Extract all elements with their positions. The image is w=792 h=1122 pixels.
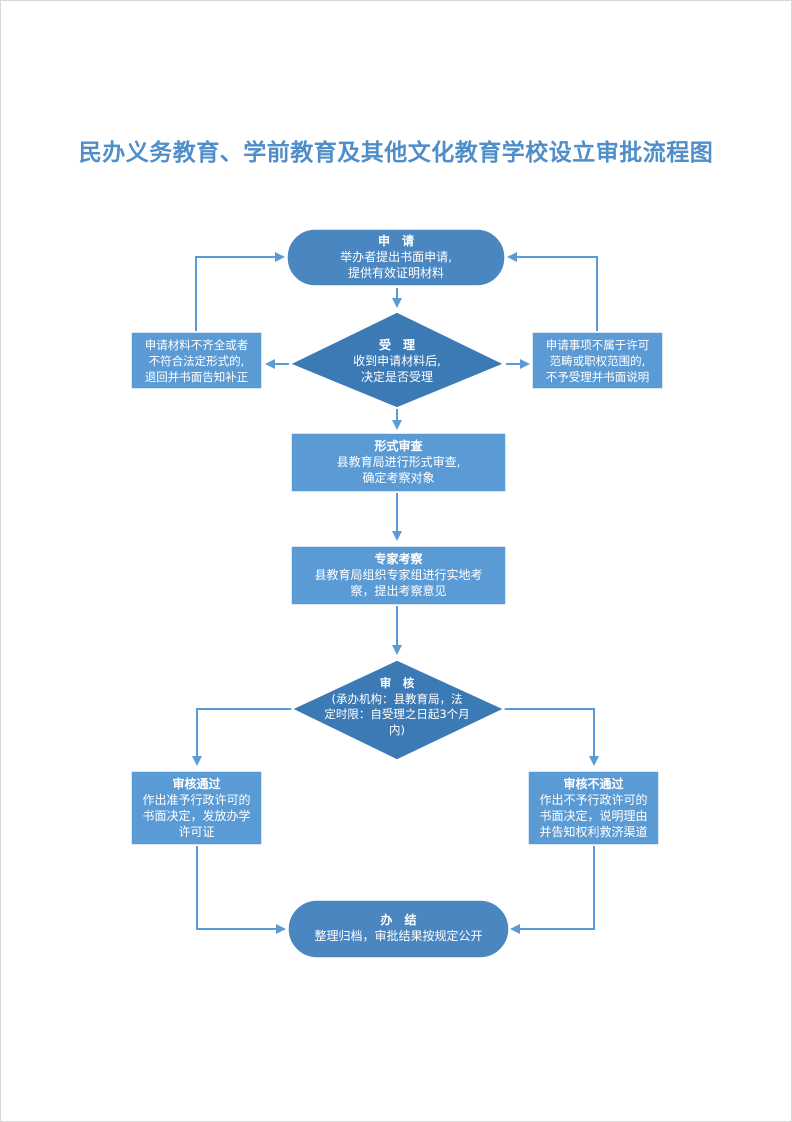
formal-review-title: 形式审查: [374, 439, 423, 453]
finish-node: 办 结 整理归档，审批结果按规定公开: [288, 912, 509, 944]
apply-node-shape: [286, 228, 506, 287]
accept-line-2: 决定是否受理: [360, 370, 433, 384]
fail-line-2: 书面决定，说明理由: [539, 809, 648, 823]
apply-node: 申 请 举办者提出书面申请, 提供有效证明材料: [287, 233, 505, 281]
pass-line-3: 许可证: [178, 825, 215, 839]
reject-scope-shape: [531, 331, 664, 390]
apply-line-2: 提供有效证明材料: [347, 266, 444, 280]
expert-review-line-2: 察，提出考察意见: [350, 584, 447, 598]
arrow-audit-to-fail: [504, 708, 599, 766]
reject-scope-node: 申请事项不属于许可 范畴或职权范围的, 不予受理并书面说明: [532, 337, 663, 385]
accept-title: 受 理: [378, 338, 415, 352]
pass-line-1: 作出准予行政许可的: [142, 793, 251, 807]
expert-review-shape: [290, 545, 507, 606]
fail-shape: [527, 770, 660, 846]
reject-incomplete-line-2: 不符合法定形式的,: [148, 354, 245, 368]
audit-title: 审 核: [379, 676, 415, 690]
expert-review-node: 专家考察 县教育局组织专家组进行实地考 察，提出考察意见: [291, 551, 506, 599]
arrow-pass-to-finish: [196, 846, 286, 934]
audit-line-2: 定时限：自受理之日起3个月: [324, 707, 470, 721]
reject-scope-line-1: 申请事项不属于许可: [545, 338, 650, 352]
fail-node: 审核不通过 作出不予行政许可的 书面决定，说明理由 并告知权利救济渠道: [528, 776, 659, 840]
apply-line-1: 举办者提出书面申请,: [340, 250, 452, 264]
pass-shape: [130, 770, 263, 846]
pass-title: 审核通过: [172, 777, 221, 791]
finish-title: 办 结: [380, 913, 417, 927]
formal-review-node: 形式审查 县教育局进行形式审查, 确定考察对象: [291, 438, 506, 486]
audit-line-1: (承办机构：县教育局，法: [331, 691, 463, 706]
expert-review-title: 专家考察: [374, 552, 423, 566]
reject-incomplete-shape: [130, 331, 263, 390]
expert-review-line-1: 县教育局组织专家组进行实地考: [314, 568, 483, 582]
formal-review-line-2: 确定考察对象: [362, 471, 435, 485]
arrow-fail-to-finish: [510, 846, 595, 934]
fail-line-3: 并告知权利救济渠道: [539, 825, 648, 839]
arrow-right-back-to-apply: [507, 252, 598, 331]
audit-node: 审 核 (承办机构：县教育局，法 定时限：自受理之日起3个月 内): [307, 676, 487, 738]
accept-node-shape: [288, 311, 506, 409]
accept-line-1: 收到申请材料后,: [353, 354, 441, 368]
fail-title: 审核不通过: [563, 777, 624, 791]
audit-node-shape: [290, 659, 506, 761]
formal-review-line-1: 县教育局进行形式审查,: [336, 455, 461, 469]
reject-scope-line-3: 不予受理并书面说明: [545, 370, 650, 384]
finish-line-1: 整理归档，审批结果按规定公开: [314, 929, 483, 943]
reject-scope-line-2: 范畴或职权范围的,: [549, 354, 646, 368]
page-title: 民办义务教育、学前教育及其他文化教育学校设立审批流程图: [78, 140, 714, 166]
apply-title: 申 请: [377, 234, 414, 248]
fail-line-1: 作出不予行政许可的: [539, 793, 648, 807]
arrow-audit-to-pass: [192, 708, 293, 766]
pass-node: 审核通过 作出准予行政许可的 书面决定，发放办学 许可证: [131, 776, 262, 840]
arrow-left-back-to-apply: [195, 252, 285, 331]
reject-incomplete-line-3: 退回并书面告知补正: [144, 370, 249, 384]
accept-node: 受 理 收到申请材料后, 决定是否受理: [317, 337, 477, 385]
reject-incomplete-node: 申请材料不齐全或者 不符合法定形式的, 退回并书面告知补正: [131, 337, 262, 385]
reject-incomplete-line-1: 申请材料不齐全或者: [144, 338, 249, 352]
audit-line-3: 内): [389, 722, 405, 737]
formal-review-shape: [290, 432, 507, 493]
finish-node-shape: [287, 899, 510, 959]
pass-line-2: 书面决定，发放办学: [142, 809, 251, 823]
